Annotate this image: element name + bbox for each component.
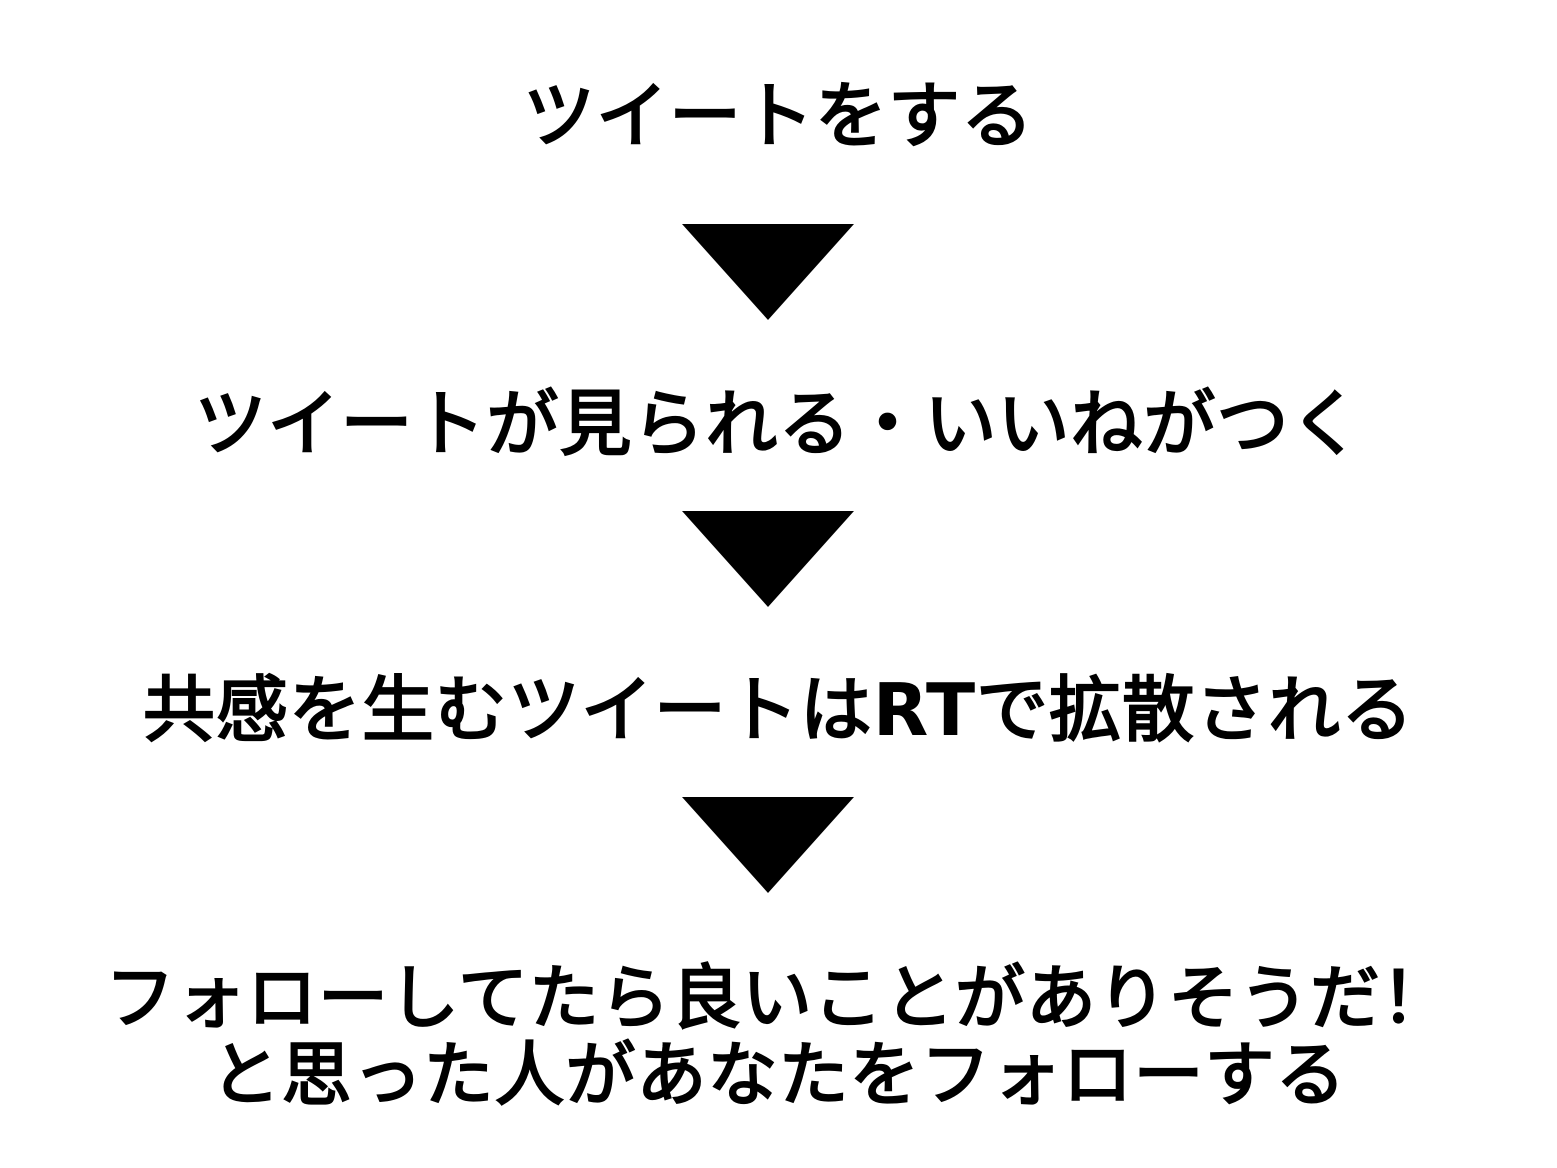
- step-1-tweet: ツイートをする: [522, 74, 1034, 158]
- down-triangle-icon: [682, 511, 854, 607]
- down-triangle-icon: [682, 797, 854, 893]
- step-4-line-1: フォローしてたら良いことがありそうだ！: [105, 957, 1452, 1039]
- step-3-retweet-spread: 共感を生むツイートはRTで拡散される: [142, 668, 1415, 752]
- step-2-seen-liked: ツイートが見られる・いいねがつく: [194, 382, 1363, 466]
- step-4-follow: フォローしてたら良いことがありそうだ！ と思った人があなたをフォローする: [0, 960, 1557, 1114]
- down-triangle-icon: [682, 224, 854, 320]
- step-4-line-2: と思った人があなたをフォローする: [210, 1034, 1347, 1116]
